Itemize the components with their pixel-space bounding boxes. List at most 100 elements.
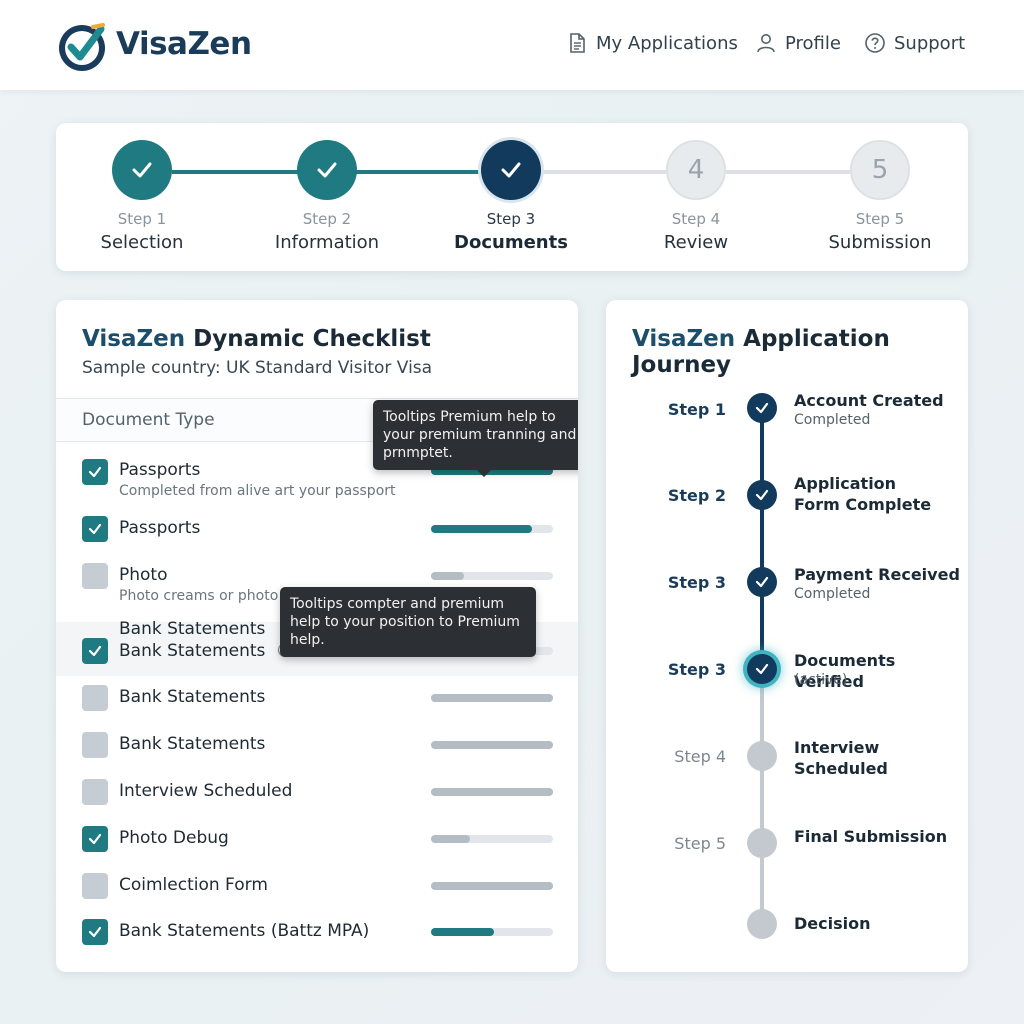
tooltip-arrow [477,470,491,477]
check-icon [755,663,769,675]
journey-node[interactable] [747,741,777,771]
checklist-row[interactable]: Passports [56,506,578,552]
checklist-row[interactable]: Bank Statements (Battz MPA) [56,913,578,959]
step-3-indicator[interactable] [481,140,541,200]
journey-item-title: Decision [794,914,871,933]
checklist-row[interactable]: Coimlection Form [56,866,578,912]
step-connector [541,170,667,174]
check-icon [317,162,337,178]
check-icon [755,489,769,501]
checklist-row[interactable]: Photo Debug [56,819,578,865]
checkbox[interactable] [82,826,108,852]
journey-node[interactable] [747,480,777,510]
progress-fill [431,572,464,580]
step-2-indicator[interactable] [297,140,357,200]
checklist-row[interactable]: Bank Statements [56,678,578,724]
tooltip-1-text: Tooltips Premium help to your premium tr… [383,409,577,461]
journey-item-title: Payment Received [794,565,960,584]
check-icon [755,576,769,588]
step-5-name: Submission [828,232,932,253]
help-circle-icon [865,33,885,53]
row-label: Bank Statements [119,641,266,661]
journey-title: VisaZen Application Journey [632,326,968,378]
journey-node[interactable] [747,909,777,939]
check-icon [88,833,102,845]
journey-node-active[interactable] [747,654,777,684]
row-label-with-info: Bank Statements [119,641,293,661]
brand-name[interactable]: VisaZen [116,26,252,62]
journey-node[interactable] [747,393,777,423]
checklist-title: VisaZen Dynamic Checklist [82,326,431,352]
nav-my-applications[interactable]: My Applications [566,32,738,54]
progress-bar [431,835,553,843]
checkbox[interactable] [82,516,108,542]
row-sub: Completed from alive art your passport [119,483,396,499]
progress-bar [431,572,553,580]
checkbox[interactable] [82,873,108,899]
progress-fill [431,928,495,936]
checklist-row[interactable]: Interview Scheduled [56,772,578,818]
row-label: Passports [119,460,201,480]
checkbox[interactable] [82,563,108,589]
checklist-row[interactable]: Passports Completed from alive art your … [56,446,578,504]
row-label: Passports [119,518,201,538]
user-icon [757,34,775,53]
row-label: Coimlection Form [119,875,268,895]
checklist-row[interactable]: Bank Statements [56,725,578,771]
premium-tooltip-1: Tooltips Premium help to your premium tr… [373,400,578,477]
check-icon [88,523,102,535]
journey-step-label: Step 3 [667,660,726,679]
checkbox[interactable] [82,732,108,758]
journey-item-title: Interview Scheduled [794,738,888,778]
journey-step-label: Step 2 [667,486,726,505]
nav-support[interactable]: Support [864,32,965,54]
app-header: VisaZen My Applications Profile Support [0,0,1024,90]
step-5-number: 5 [871,155,889,185]
progress-fill [431,467,553,475]
step-1-name: Selection [100,232,184,253]
checkbox[interactable] [82,779,108,805]
checkbox[interactable] [82,459,108,485]
progress-bar [431,928,553,936]
check-icon [88,926,102,938]
checkbox[interactable] [82,638,108,664]
row-label-top: Bank Statements [119,619,266,639]
nav-support-label: Support [894,32,966,54]
checkbox[interactable] [82,919,108,945]
progress-bar [431,882,553,890]
step-4-indicator[interactable]: 4 [666,140,726,200]
journey-node[interactable] [747,828,777,858]
journey-step-label: Step 1 [667,400,726,419]
checkbox[interactable] [82,685,108,711]
progress-bar [431,788,553,796]
journey-node[interactable] [747,567,777,597]
checklist-title-rest: Dynamic Checklist [185,326,431,352]
step-connector [726,170,852,174]
journey-title-brand: VisaZen [632,326,736,352]
step-4-name: Review [663,232,729,253]
journey-step-label: Step 5 [674,834,726,853]
nav-profile-label: Profile [785,32,841,54]
step-1-indicator[interactable] [112,140,172,200]
journey-item-status: (active) [794,672,848,688]
checklist-row[interactable]: Photo Photo creams or photo [56,556,578,618]
step-3-name: Documents [454,232,568,253]
check-icon [88,645,102,657]
step-5-indicator[interactable]: 5 [850,140,910,200]
nav-profile[interactable]: Profile [755,32,841,54]
row-label: Bank Statements (Battz MPA) [119,921,370,941]
tooltip-2-text: Tooltips compter and premium help to you… [290,596,520,648]
check-icon [501,162,521,178]
row-label: Interview Scheduled [119,781,293,801]
visazen-logo-icon[interactable] [55,19,109,73]
application-journey-card: VisaZen Application Journey Step 1 Accou… [606,300,968,972]
step-4-number: 4 [687,155,705,185]
journey-item-title: Application Form Complete [794,474,932,514]
premium-tooltip-2: Tooltips compter and premium help to you… [280,587,536,657]
nav-my-applications-label: My Applications [596,32,738,54]
check-icon [88,466,102,478]
step-3-number-label: Step 3 [486,210,536,228]
journey-step-label: Step 4 [674,747,726,766]
progress-fill [431,525,533,533]
step-2-number-label: Step 2 [302,210,352,228]
